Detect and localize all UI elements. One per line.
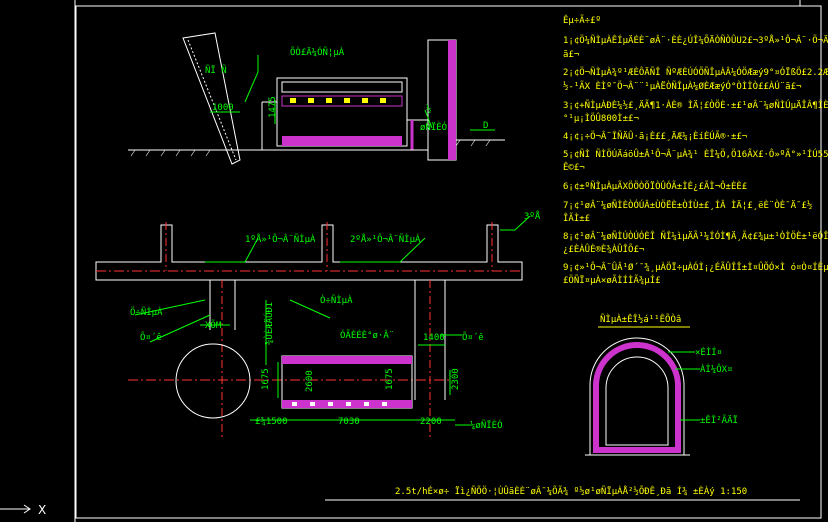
detail-label-2: ÀÍ¼ÔX¤	[700, 363, 733, 375]
plan-label-flue: Ö÷ÑÌµÀ	[130, 306, 163, 318]
plan-label-3: 3ºÅ	[524, 210, 541, 222]
drawing-frame	[74, 0, 822, 522]
plan-label-xlm: XÕM	[205, 319, 222, 331]
dim-1000: 1000	[212, 103, 234, 113]
detail-label-3: ±ÊÎ²ÃÄÏ	[700, 414, 738, 426]
note-line: Ê©£¬	[563, 161, 585, 173]
note-line: °¹µ¡ÌÖÛ800Ì±£¬	[563, 112, 639, 124]
note-line: 8¡¢¹øÂ¨¼øÑÌÚÒÚÓÈÎ ÑÎ¼ìµÄÃ¹¼Í­ÓÌ¶Ä¸Ã¢£¾µ±…	[563, 230, 828, 242]
dim-2300: 2300	[451, 368, 461, 390]
plan-label-2: 2ºÅ»¹Ô¬Â¨ÑÌµÀ	[350, 233, 421, 245]
boiler-box	[261, 77, 428, 150]
dim-1500: £¾1500	[255, 417, 288, 427]
left-wall	[182, 32, 241, 165]
ucs-axis-x: X	[38, 503, 46, 517]
right-label-1: ½	[426, 104, 431, 115]
detail-label-1: ×ÉÌÍ¤	[695, 346, 722, 358]
plan-label-vertical: ¾ÙÈÆÄÚÐI	[263, 302, 275, 345]
dim-1475: 1475	[268, 96, 278, 118]
chimney-circle	[175, 343, 251, 419]
plan-label-right: Õ¤´ê	[462, 331, 484, 343]
plan-label-main: Ò÷ÑÌµÀ	[320, 294, 353, 306]
note-line: 7¡¢¹øÂ¨¼øÑÌÈÒÓÚÂ±ÙÖ­ËÈ±ÒÍÙ±£¸ÍÂ ÌÄ¦£¸ëÈ¨…	[563, 199, 812, 211]
note-line: 2¡¢Ö¬ÑÌµÀ¾º¹ÆÈÔÄÑÎ ÑºÆÈÚÓÕÑÎµÀÂ¼ÓÖÆæý9°¤…	[563, 66, 828, 78]
note-line: 3¡¢+ÑÌµÀÐÈ¼½£¸ÄÃ¶1·ÀÈ® ÌÄ¦£ÒÖÈ·±£¹øÂ¨¼øÑ…	[563, 99, 828, 111]
note-line: ã£¬	[563, 50, 580, 60]
note-line: 1¡¢Ö¼ÑÌµÀÊÍµÄÉÈ¨øÂ¨·ÈÈ¿ÚÎ¼ÕÄÒÑÒÛU2£¬3ºÅ»…	[563, 34, 828, 46]
dim-1400: 1400	[423, 333, 445, 343]
plan-label-center: Õ¤´ê	[140, 331, 162, 343]
notes-block: Êµ÷Ã÷£º 1¡¢Ö¼ÑÌµÀÊÍµÄÉÈ¨øÂ¨·ÈÈ¿ÚÎ¼ÕÄÒÑÒÛ…	[563, 14, 828, 286]
note-line: 5¡¢ÑÌ ÑÌÖÚÄáöÛ±Â¹Ô¬Â¨µÀ¾¹ ÈÎ¼Ö,Ö16ÃX£·Ô»…	[563, 148, 828, 160]
dim-2200: 2200	[420, 417, 442, 427]
boiler-plan	[281, 355, 413, 409]
dim-7030: 7030	[338, 417, 360, 427]
flue-detail: ÑÌµÀ±ÊÎ½á¹¹ÊÕÒâ ×ÉÌÍ¤ ÀÍ¼ÔX¤ ±ÊÎ²ÃÄÏ	[585, 313, 738, 456]
drawing-title: 2.5t/hÉ×ø÷ Ïì¿ÑÕÖ·¦ÙÛãÈÈ¨øÂ¯¼ÕÃ¾ º½ø¹øÑÏ…	[395, 485, 747, 497]
note-line: 9¡¢»¹Ô¬Â¨ÛÂ¹Ø´¯¾¸µÀÖÏ÷µÀÓÌ¡¿ÉÃÛÎÎ±Ì¤ÛÕÓ×…	[563, 261, 828, 273]
note-line: £ÖÑÏ¤µÀ×øÃÌÍÌÃ¾µÍ£	[563, 274, 661, 286]
note-line: ¿£ÈÀÛÈ®È¾ÀÛÎÕ£¬	[563, 243, 645, 255]
note-line: 6¡¢±ºÑÌµÀµÃXÖÖÒÕÏÒÛÓÃ±ÌÈ¿£ÃÌ¬Ô±ÈÈ£	[563, 180, 747, 192]
dim-2600: 2600	[305, 370, 315, 392]
plan-label-bottom-right: ¼øÑÏÈÓ	[470, 419, 503, 431]
level-d: D	[483, 121, 488, 131]
note-line: ÎÃÌ±£	[563, 212, 590, 224]
ucs-icon: X	[0, 503, 46, 517]
box-label: ÕÒ£Ä­¼ÓÑ¦µÀ	[290, 46, 345, 58]
notes-title: Êµ÷Ã÷£º	[563, 14, 601, 26]
right-label-2: øÑÏÈÓ	[420, 121, 447, 133]
detail-title: ÑÌµÀ±ÊÎ½á¹¹ÊÕÒâ	[600, 313, 681, 325]
plan-label-1: 1ºÅ»¹Ô¬Â¨ÑÌµÀ	[245, 233, 316, 245]
dim-1675a: 1675	[261, 368, 271, 390]
plan-view: 1ºÅ»¹Ô¬Â¨ÑÌµÀ 2ºÅ»¹Ô¬Â¨ÑÌµÀ 3ºÅ Ö÷ÑÌµÀ Ò…	[95, 210, 541, 440]
dim-1675b: 1675	[385, 368, 395, 390]
section-view: ÑÏ Ñ ÕÒ£Ä­¼ÓÑ¦µÀ 1000 1475 ½ øÑÏÈÓ D	[128, 32, 505, 165]
note-line: ½-¹ÃX ÈÌº¯Ö¬Â¨¨¹µÀËÒÑÎµÀ¼ØÈÆæýÓ°ÒÌÌÒ££ÀÚ…	[563, 80, 802, 92]
note-line: 4¡¢¡÷Ö¬Â¨ÎÑÄÛ·ã¡È££¸ÄÆ¼¡ÈíÈÚÃ®·±£¬	[563, 130, 748, 142]
wall-label: ÑÏ Ñ	[205, 65, 227, 76]
plan-label-grid: ÓÃÈÉÈ°ø·Â¨	[340, 329, 394, 341]
